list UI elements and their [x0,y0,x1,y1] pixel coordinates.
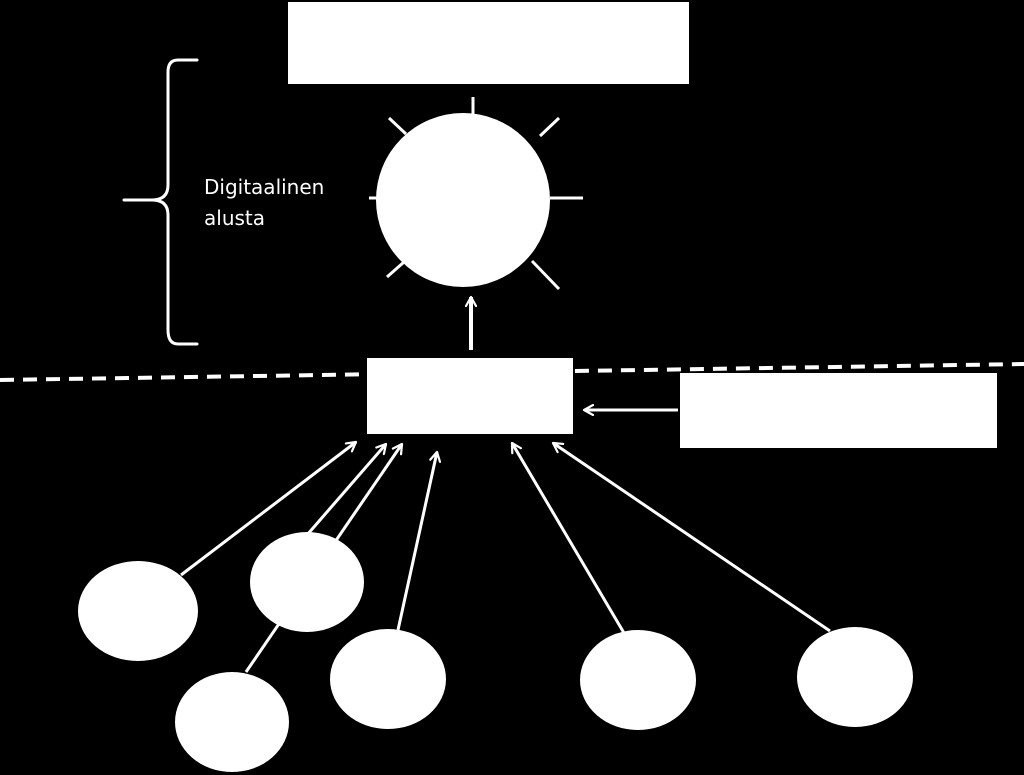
input-arrow [305,444,388,536]
sun-ray [530,259,561,291]
participant-ellipse [797,627,913,727]
sun-ray [387,116,408,136]
input-arrow [510,443,626,634]
participant-ellipses [78,532,913,772]
bracket-label-line2: alusta [204,206,265,230]
participant-ellipse [580,630,696,730]
input-arrow [180,440,356,577]
center-box [367,358,573,434]
input-arrow [396,452,437,631]
curly-brace [122,58,199,346]
participant-ellipse [78,561,198,661]
right-box [680,373,997,448]
participant-ellipse [250,532,364,632]
input-arrow [553,441,831,633]
sun-ray [538,116,561,138]
platform-sun-icon [369,97,583,291]
participant-ellipse [175,672,289,772]
participant-ellipse [330,629,446,729]
sun-ray [386,260,405,279]
bracket-label-line1: Digitaalinen [204,175,324,199]
platform-circle [376,113,550,287]
top-box [288,2,689,84]
bracket-label: Digitaalinen alusta [204,175,331,230]
